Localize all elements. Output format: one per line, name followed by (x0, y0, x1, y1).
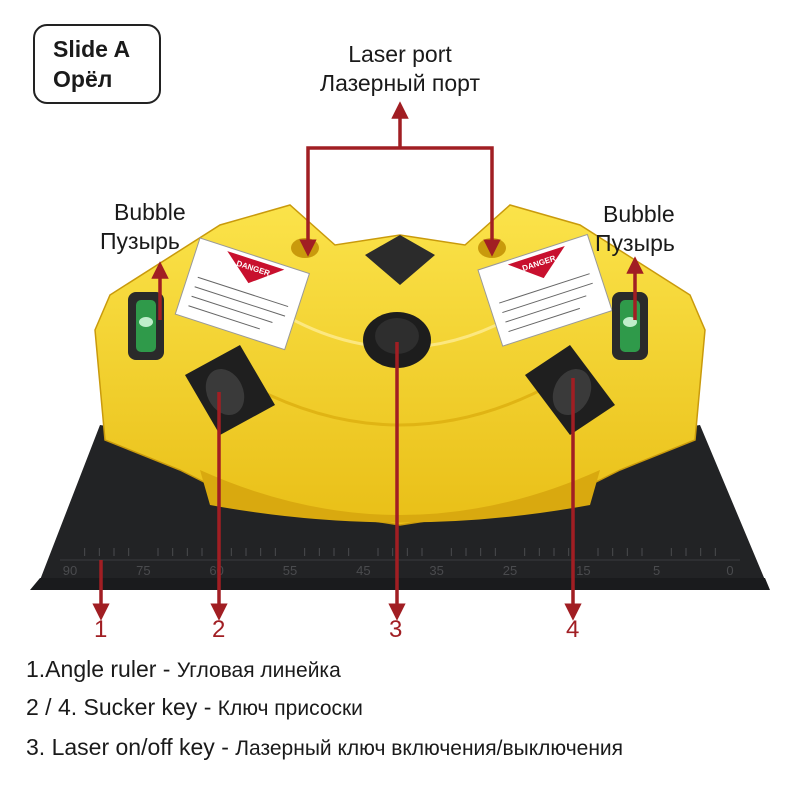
bubble-left-label-en: Bubble (114, 199, 186, 225)
sucker-key-left (185, 345, 275, 435)
bubble-right-label-ru: Пузырь (595, 230, 675, 256)
ruler-tick-label: 0 (726, 563, 733, 578)
callout-arrows (92, 101, 644, 621)
legend-item-3-ru: Лазерный ключ включения/выключения (235, 737, 624, 760)
arrow-laser-port-right (400, 146, 501, 257)
ruler-tick-label: 25 (503, 563, 517, 578)
bubble-right-label-en: Bubble (603, 201, 675, 227)
legend-item-3: 3. Laser on/off key - Лазерный ключ вклю… (26, 732, 623, 764)
slide-label-line2: Орёл (53, 66, 113, 92)
bubble-vial-right (612, 292, 648, 360)
legend-item-1-en: 1.Angle ruler - (26, 656, 177, 682)
laser-port-label-en: Laser port (348, 41, 452, 67)
danger-label-left: DANGER (174, 237, 311, 351)
arrow-laser-port-left (299, 146, 400, 257)
bubble-left-label: Bubble Пузырь (100, 198, 210, 256)
ruler-tick-label: 55 (283, 563, 297, 578)
ruler-tick-label: 15 (576, 563, 590, 578)
marker-3: 3 (389, 616, 403, 643)
bubble-vial-left (128, 292, 164, 360)
ruler-tick-label: 90 (63, 563, 77, 578)
marker-2: 2 (212, 616, 226, 643)
bubble-left-label-ru: Пузырь (100, 228, 180, 254)
laser-port-label-ru: Лазерный порт (319, 70, 481, 96)
slide-label: Slide A Орёл (33, 24, 161, 104)
legend-item-2-ru: Ключ присоски (217, 697, 363, 720)
danger-label-right: DANGER (477, 233, 613, 347)
legend-item-2: 2 / 4. Sucker key - Ключ присоски (26, 692, 363, 724)
ruler-tick-label: 75 (136, 563, 150, 578)
ruler-tick-label: 35 (429, 563, 443, 578)
ruler-tick-label: 60 (209, 563, 223, 578)
marker-1: 1 (94, 616, 108, 643)
ruler-tick-label: 45 (356, 563, 370, 578)
bubble-right-label: Bubble Пузырь (595, 200, 705, 258)
slide-label-line1: Slide A (53, 36, 131, 62)
laser-port-label: Laser port Лазерный порт (310, 40, 490, 98)
marker-4: 4 (566, 616, 580, 643)
legend-item-3-en: 3. Laser on/off key - (26, 734, 236, 760)
ruler-tick-label: 5 (653, 563, 660, 578)
legend-item-1: 1.Angle ruler - Угловая линейка (26, 654, 341, 686)
legend-item-2-en: 2 / 4. Sucker key - (26, 694, 218, 720)
legend-item-1-ru: Угловая линейка (176, 659, 341, 682)
laser-power-key (363, 312, 431, 368)
